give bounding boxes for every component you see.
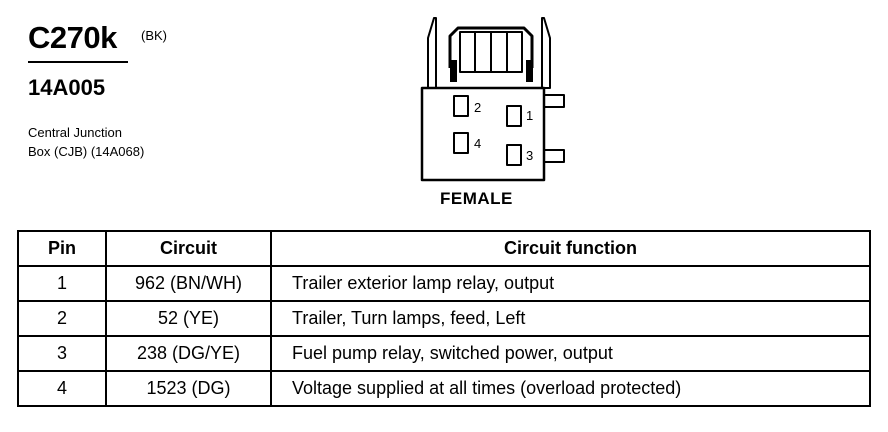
location-line-1: Central Junction [28,125,122,140]
location-line-2: Box (CJB) (14A068) [28,144,145,159]
cavity-4 [453,132,469,154]
table-row: 4 1523 (DG) Voltage supplied at all time… [17,370,871,407]
function-cell: Fuel pump relay, switched power, output [270,335,871,372]
circuit-cell: 52 (YE) [105,300,272,337]
table-header-row: Pin Circuit Circuit function [17,230,871,267]
table-row: 3 238 (DG/YE) Fuel pump relay, switched … [17,335,871,372]
circuit-cell: 238 (DG/YE) [105,335,272,372]
circuit-cell: 1523 (DG) [105,370,272,407]
title-underline [28,61,128,63]
function-cell: Trailer exterior lamp relay, output [270,265,871,302]
pin-cell: 3 [17,335,107,372]
part-number: 14A005 [28,75,106,100]
pin-cell: 4 [17,370,107,407]
cavity-label-2: 2 [474,100,481,115]
pin-cell: 1 [17,265,107,302]
circuit-cell: 962 (BN/WH) [105,265,272,302]
table-row: 1 962 (BN/WH) Trailer exterior lamp rela… [17,265,871,302]
left-latch-icon [427,17,442,89]
connector-face-drawing: 2 1 4 3 [420,17,565,182]
header-circuit: Circuit [105,230,272,267]
cavity-label-4: 4 [474,136,481,151]
wire-loop-icon [448,26,534,68]
lock-tab-upper [543,94,565,108]
function-cell: Trailer, Turn lamps, feed, Left [270,300,871,337]
pin-table: Pin Circuit Circuit function 1 962 (BN/W… [17,230,871,407]
table-row: 2 52 (YE) Trailer, Turn lamps, feed, Lef… [17,300,871,337]
view-label: FEMALE [440,189,513,208]
pin-cell: 2 [17,300,107,337]
header-function: Circuit function [270,230,871,267]
connector-housing [420,86,546,182]
header-pin: Pin [17,230,107,267]
cavity-label-3: 3 [526,148,533,163]
lock-tab-lower [543,149,565,163]
cavity-1 [506,105,522,127]
function-cell: Voltage supplied at all times (overload … [270,370,871,407]
cavity-3 [506,144,522,166]
cavity-2 [453,95,469,117]
right-latch-icon [538,17,551,89]
color-code: (BK) [141,28,167,43]
location-description: Central Junction Box (CJB) (14A068) [28,123,144,161]
cavity-label-1: 1 [526,108,533,123]
connector-id: C270k [28,20,117,55]
